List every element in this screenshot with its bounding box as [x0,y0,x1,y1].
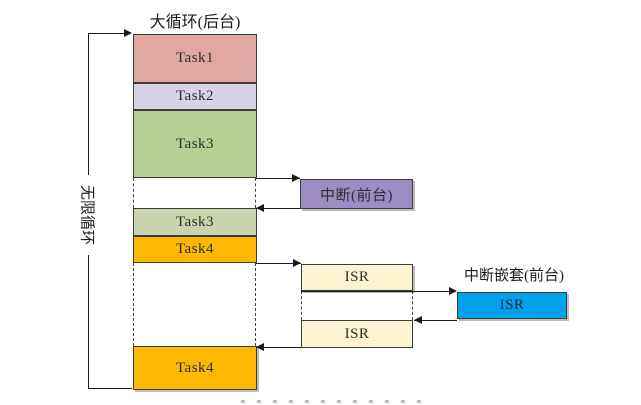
task4-block-resume: Task4 [133,346,257,390]
arrow-to-interrupt-arrowhead-icon [292,174,300,182]
background-loop-title: 大循环(后台) [149,14,241,31]
interrupt-foreground-block: 中断(前台) [300,179,413,209]
arrow-to-nested-isr-arrowhead-icon [449,287,457,295]
task4-label-resume: Task4 [175,359,215,376]
column-suspend1-dash-left [133,178,134,208]
arrow-return-from-isr2-arrowhead-icon [256,343,264,351]
task2-block: Task2 [133,83,257,110]
column-suspend1-dash-right [255,178,256,208]
isr-suspend-dash-left [301,291,302,320]
arrow-to-interrupt-line [256,178,300,179]
arrow-return-from-nested-isr-arrowhead-icon [414,316,422,324]
task4-block-first: Task4 [133,236,257,263]
isr-block-first: ISR [301,264,413,291]
isr-suspend-dash-right [412,291,413,320]
arrow-to-isr1-arrowhead-icon [293,259,301,267]
infinite-loop-line-bottom [88,388,132,389]
task2-label: Task2 [175,88,215,104]
nested-interrupt-title: 中断嵌套(前台) [464,268,564,284]
isr-label-nested: ISR [499,297,525,313]
arrow-to-isr1-line [256,263,301,264]
infinite-loop-line-top [88,33,126,34]
task3-label-resume: Task3 [175,213,215,230]
isr-label-second: ISR [344,325,370,342]
isr-block-nested: ISR [457,292,567,319]
interrupt-foreground-label: 中断(前台) [320,187,393,204]
arrow-to-nested-isr-line [301,291,449,292]
arrow-return-from-interrupt-arrowhead-icon [256,204,264,212]
task4-label-first: Task4 [175,241,215,257]
arrow-return-from-isr2-line [256,347,301,348]
isr-block-second: ISR [301,320,413,348]
infinite-loop-label: 无限循环 [77,174,99,256]
isr-label-first: ISR [344,269,370,285]
arrow-return-from-interrupt-line [256,208,300,209]
column-suspend2-dash-left [133,263,134,346]
loop-entry-arrowhead-icon [124,29,132,37]
task3-label-first: Task3 [175,135,215,152]
task1-block: Task1 [133,34,257,83]
arrow-return-from-nested-isr-line [414,320,457,321]
cropped-caption-text [241,400,425,403]
column-suspend2-dash-right [255,263,256,346]
task1-label: Task1 [175,50,215,66]
task3-block-first: Task3 [133,110,257,178]
task3-block-resume: Task3 [133,208,257,236]
